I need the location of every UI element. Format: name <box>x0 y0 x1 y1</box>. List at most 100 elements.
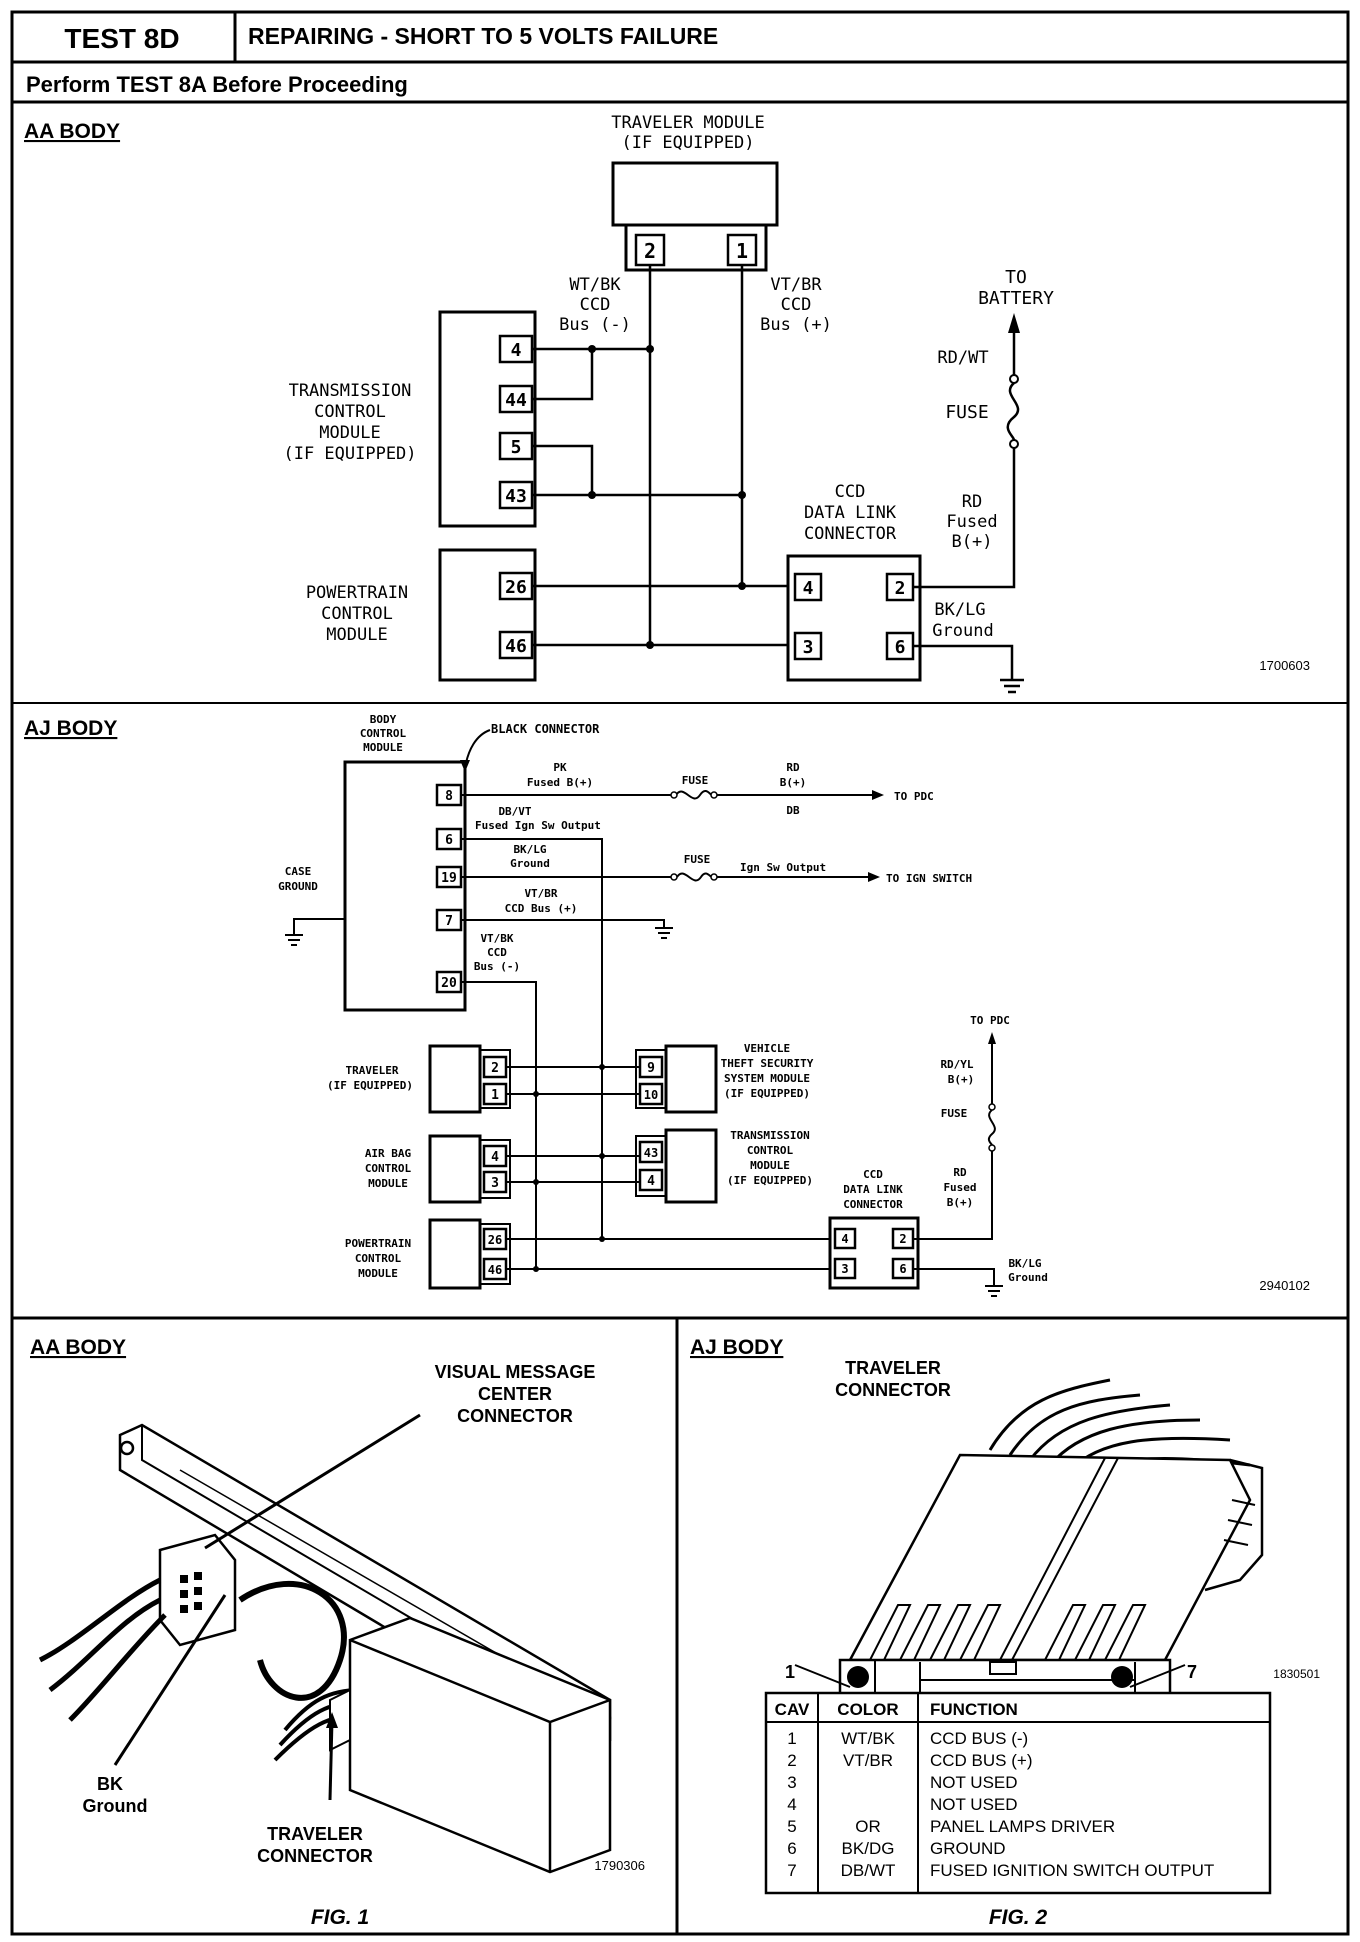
aa-dlc-label-2: DATA LINK <box>804 503 897 523</box>
table-cell-color: WT/BK <box>841 1729 895 1748</box>
aj-bcm-label-3: MODULE <box>363 741 403 754</box>
aa-splice-1 <box>588 345 596 353</box>
page-frame <box>10 10 1350 1936</box>
fig2-cavity-7 <box>1111 1666 1133 1688</box>
aa-wire-minus-label-2: CCD <box>580 295 611 315</box>
aj-airbag-label-3: MODULE <box>368 1177 408 1190</box>
aa-tcm-label-3: MODULE <box>319 423 380 443</box>
aj-fuse-3-icon <box>987 1109 996 1146</box>
table-row: 1 WT/BK CCD BUS (-) <box>787 1729 1028 1748</box>
aj-dlc-pin-4 <box>833 1227 857 1250</box>
aj-dlc-pin-3 <box>833 1257 857 1280</box>
aa-tcm-label-1: TRANSMISSION <box>289 381 412 401</box>
aj-tcm-label-1: TRANSMISSION <box>730 1129 809 1142</box>
fig1-vmc-label-3: CONNECTOR <box>457 1406 573 1426</box>
aj-tcm-box <box>664 1128 718 1204</box>
table-cell-color: BK/DG <box>842 1839 895 1858</box>
fig1-vmc-leader <box>204 1413 421 1550</box>
fig1-illustration: AA BODY VISUAL MESSAGE CENTER CONNECTOR … <box>30 1336 645 1929</box>
aa-traveler-pin-2-label: 2 <box>644 239 656 263</box>
aj-pin-7-ground-icon <box>655 927 673 939</box>
aa-splice-6 <box>646 641 654 649</box>
aa-traveler-module <box>611 161 779 227</box>
aj-fuse-1-icon <box>675 790 713 800</box>
aj-pdc-arrow-1-icon <box>872 790 884 800</box>
aj-dbvt-label-2: Fused Ign Sw Output <box>475 819 601 832</box>
fig2-trav-label-1: TRAVELER <box>845 1358 941 1378</box>
aa-tcm-pin-5 <box>498 431 534 461</box>
aj-pk-label-1: PK <box>553 761 567 774</box>
test-id: TEST 8D <box>64 23 179 54</box>
fig1-trav-label-1: TRAVELER <box>267 1824 363 1844</box>
aj-pcm-pin-26-label: 26 <box>488 1233 502 1247</box>
table-cell-cav: 6 <box>787 1839 796 1858</box>
aj-fuse-3-terminal-b <box>988 1144 996 1152</box>
aj-traveler-pin-2-label: 2 <box>491 1061 499 1076</box>
aa-pcm-label-3: MODULE <box>326 625 387 645</box>
fig2-figure-number: 1830501 <box>1273 1667 1320 1681</box>
aa-tcm-5-wire <box>532 444 594 495</box>
aa-tcm-pin-4-label: 4 <box>511 340 522 361</box>
aj-fuse-2-label: FUSE <box>684 853 711 866</box>
aj-pdc-arrow-2-icon <box>988 1032 996 1044</box>
aa-tcm-pin-4 <box>498 334 534 364</box>
fig1-mount-hole-1 <box>119 1440 135 1456</box>
aj-traveler-label-2: (IF EQUIPPED) <box>327 1079 413 1092</box>
aa-tcm-label-2: CONTROL <box>314 402 386 422</box>
fig2-table-header-cav: CAV <box>775 1700 810 1719</box>
aa-body-schematic: AA BODY TRAVELER MODULE (IF EQUIPPED) 2 … <box>24 113 1310 694</box>
aa-fuse-icon <box>1006 382 1020 441</box>
fig1-vmc-wires <box>38 1577 167 1722</box>
aj-vtbk-label-2: CCD <box>487 946 507 959</box>
aa-tcm-pin-5-label: 5 <box>511 437 522 458</box>
fig2-connector-latch <box>1204 1458 1264 1592</box>
fig1-traveler-leader <box>328 1719 334 1801</box>
aa-tcm-pin-44-label: 44 <box>505 390 527 411</box>
fig2-table-header-color: COLOR <box>837 1700 898 1719</box>
aj-bcm-label-2: CONTROL <box>360 727 407 740</box>
table-row: 5 OR PANEL LAMPS DRIVER <box>787 1817 1115 1836</box>
aj-pcm-label-2: CONTROL <box>355 1252 402 1265</box>
aa-fused-bplus-wire <box>913 448 1016 589</box>
table-cell-function: CCD BUS (+) <box>930 1751 1032 1770</box>
aa-pcm-pin-46 <box>498 630 534 660</box>
table-cell-function: CCD BUS (-) <box>930 1729 1028 1748</box>
fig2-harness-wires <box>988 1378 1251 1477</box>
aj-fuse-3-label: FUSE <box>941 1107 968 1120</box>
aa-ground-icon <box>1000 678 1024 694</box>
page-title: REPAIRING - SHORT TO 5 VOLTS FAILURE <box>248 23 718 49</box>
aj-fuse-1-terminal-a <box>670 791 678 799</box>
aj-tcm-label-3: MODULE <box>750 1159 790 1172</box>
aj-fuse-1-terminal-b <box>710 791 718 799</box>
aj-rdyl-label-1: RD/YL <box>940 1058 973 1071</box>
table-row: 3 NOT USED <box>787 1773 1017 1792</box>
aj-fuse-2-terminal-a <box>670 873 678 881</box>
fig1-bk-label-2: Ground <box>83 1796 148 1816</box>
table-cell-function: PANEL LAMPS DRIVER <box>930 1817 1115 1836</box>
table-row: 6 BK/DG GROUND <box>787 1839 1005 1858</box>
table-cell-cav: 7 <box>787 1861 796 1880</box>
table-cell-function: FUSED IGNITION SWITCH OUTPUT <box>930 1861 1214 1880</box>
aa-tcm-pin-43-label: 43 <box>505 486 527 507</box>
aj-vtbr-label-1: VT/BR <box>524 887 557 900</box>
aj-ign-output-label: Ign Sw Output <box>740 861 826 874</box>
aj-rdyl-label-2: B(+) <box>948 1073 975 1086</box>
aj-figure-number: 2940102 <box>1259 1278 1310 1293</box>
fig1-vmc-label-2: CENTER <box>478 1384 552 1404</box>
aj-vtss-shell <box>635 1049 667 1109</box>
aj-dlc-pin-6-label: 6 <box>899 1262 906 1276</box>
table-cell-cav: 1 <box>787 1729 796 1748</box>
aa-wire-minus-label-1: WT/BK <box>569 275 621 295</box>
aj-traveler-shell <box>479 1049 511 1109</box>
aj-splice-1 <box>533 1091 539 1097</box>
fig2-cavity-1-leader <box>794 1664 851 1688</box>
aa-dlc-label-3: CONNECTOR <box>804 524 897 544</box>
table-row: 4 NOT USED <box>787 1795 1017 1814</box>
fig2-cavity-left-label: 1 <box>785 1662 795 1682</box>
aj-tcm-pin-43-label: 43 <box>644 1146 658 1160</box>
aa-fuse-terminal-top <box>1009 374 1019 384</box>
aj-rd-f-label-2: Fused <box>943 1181 976 1194</box>
aj-splice-2 <box>533 1179 539 1185</box>
aj-vtss-label-4: (IF EQUIPPED) <box>724 1087 810 1100</box>
aj-vtss-box <box>664 1044 718 1114</box>
